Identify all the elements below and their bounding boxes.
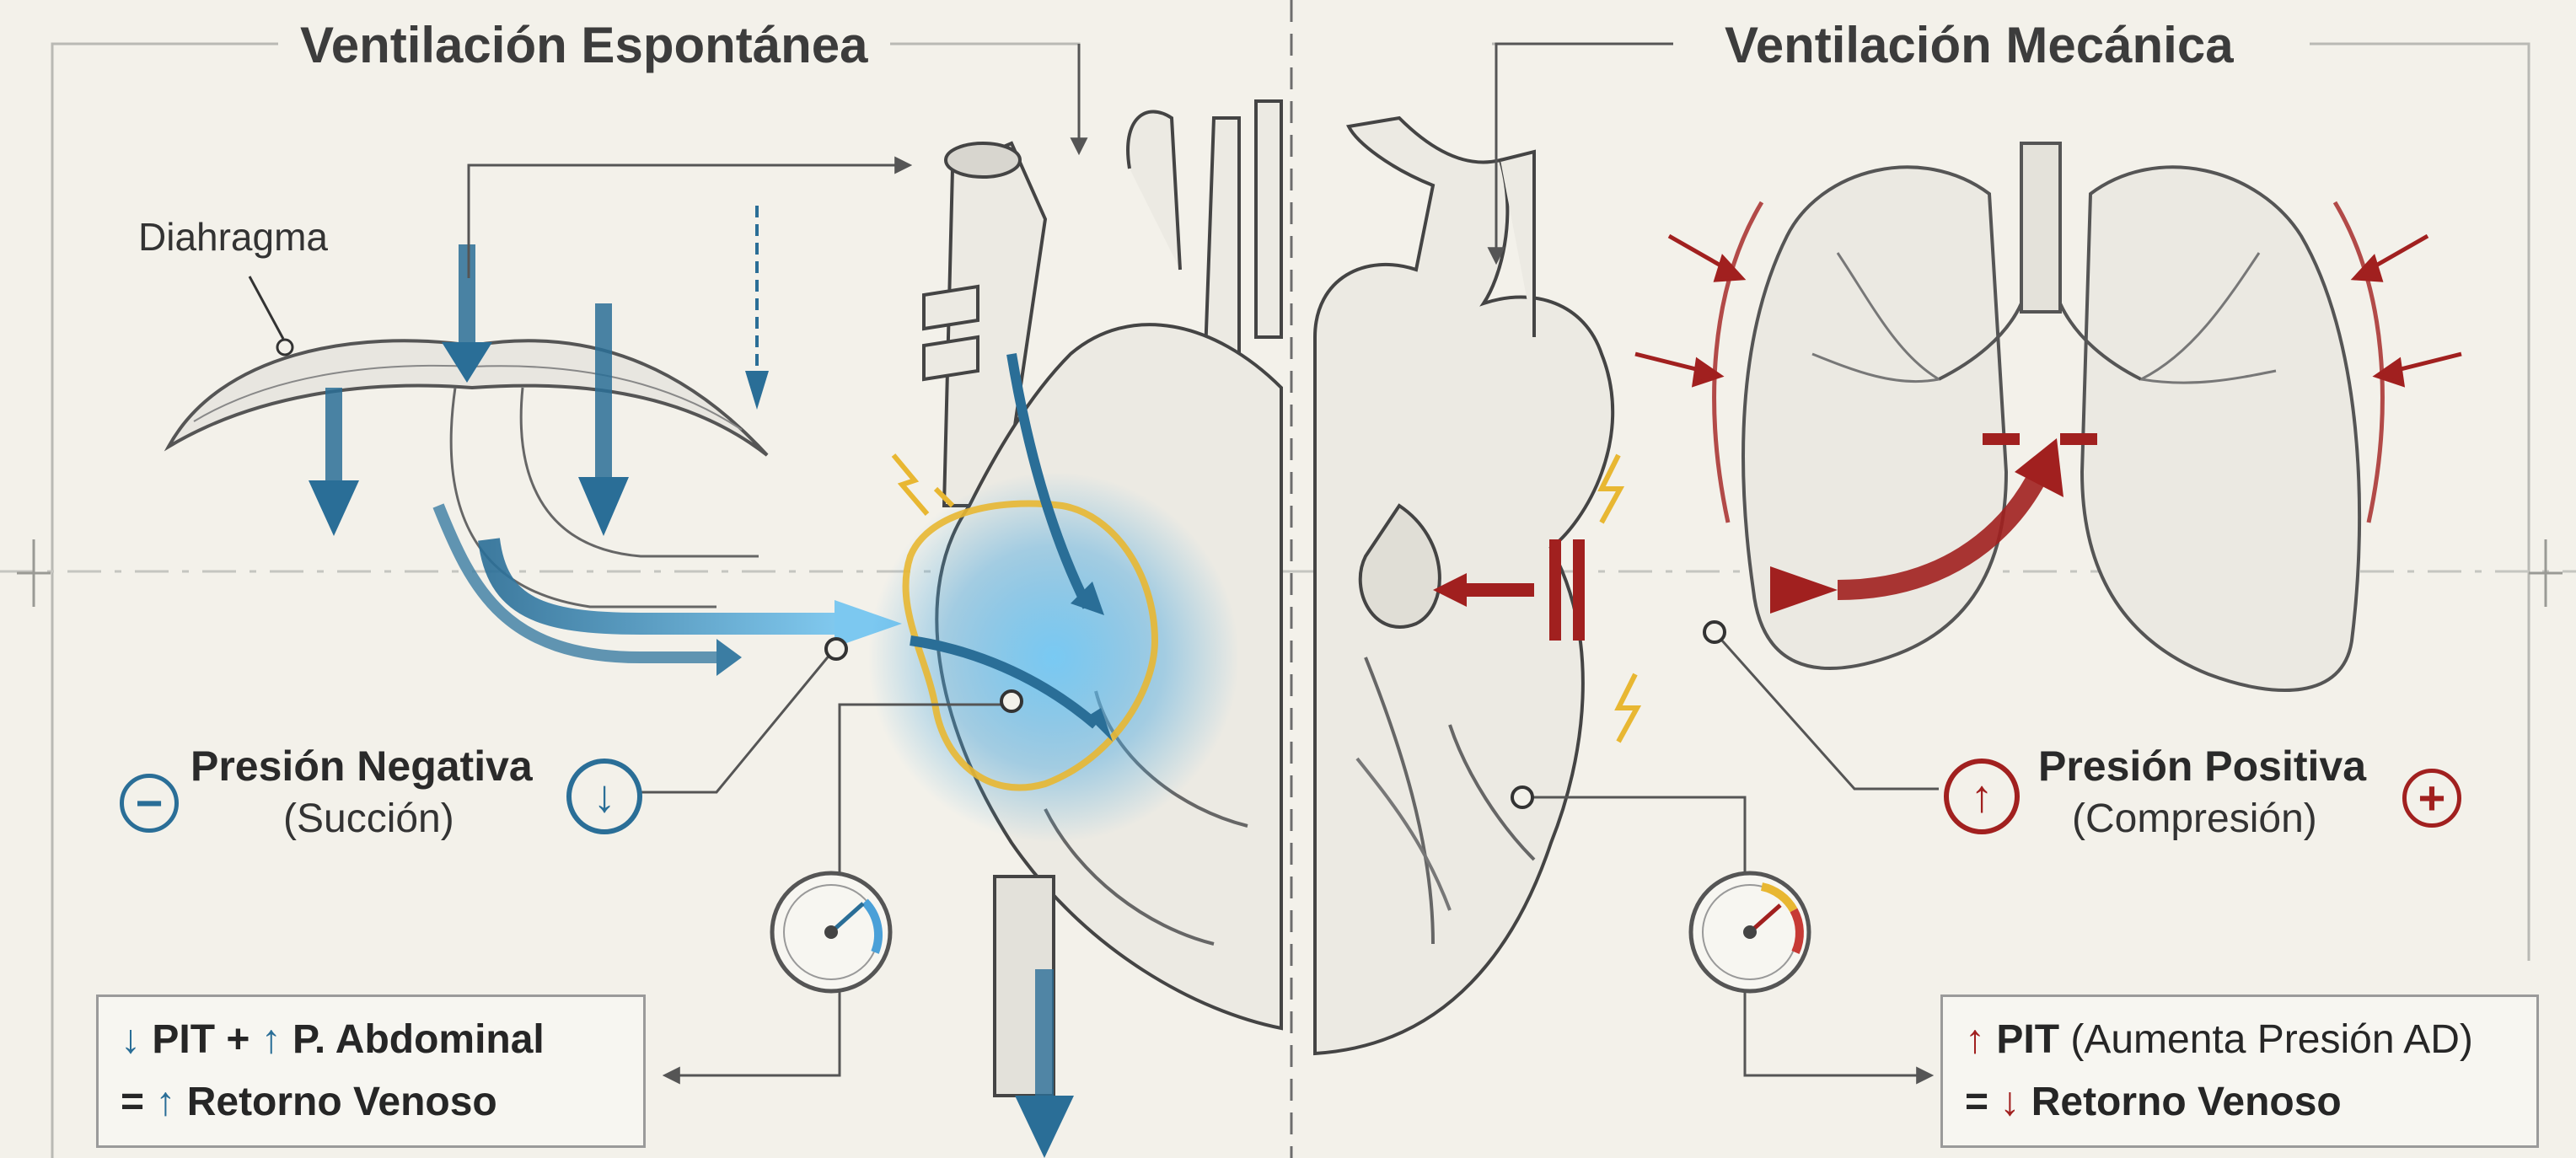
- arrow-up-icon: ↑: [1965, 1017, 1985, 1062]
- left-gauge-icon: [772, 873, 890, 991]
- equals-text: =: [1965, 1080, 1999, 1124]
- mechanical-summary-box: ↑ PIT (Aumenta Presión AD) = ↓ Retorno V…: [1940, 994, 2539, 1148]
- positive-pressure-sublabel: (Compresión): [2072, 796, 2317, 842]
- diaphragm-label: Diahragma: [138, 214, 328, 260]
- spontaneous-summary-box: ↓ PIT + ↑ P. Abdominal = ↑ Retorno Venos…: [96, 994, 646, 1148]
- arrow-down-icon: ↓: [121, 1017, 141, 1062]
- title-spontaneous-ventilation: Ventilación Espontánea: [278, 12, 890, 79]
- mechanical-summary-line-1: ↑ PIT (Aumenta Presión AD): [1965, 1009, 2514, 1071]
- mechanical-summary-line-2: = ↓ Retorno Venoso: [1965, 1071, 2514, 1134]
- spontaneous-summary-line-2: = ↑ Retorno Venoso: [121, 1071, 621, 1134]
- minus-icon: −: [120, 774, 179, 833]
- positive-pressure-label: Presión Positiva: [2038, 742, 2366, 791]
- plus-icon: +: [2402, 769, 2461, 828]
- venous-return-text: Retorno Venoso: [175, 1080, 496, 1124]
- pit-text: PIT +: [141, 1017, 261, 1062]
- right-atrium-note: (Aumenta Presión AD): [2059, 1017, 2473, 1062]
- up-arrow-circle-icon: ↑: [1944, 759, 2020, 834]
- arrow-up-icon: ↑: [155, 1080, 175, 1124]
- lungs-drawing: [1743, 143, 2359, 690]
- arrow-up-icon: ↑: [261, 1017, 282, 1062]
- right-gauge-icon: [1691, 873, 1809, 991]
- pit-text: PIT: [1985, 1017, 2059, 1062]
- abdominal-pressure-text: P. Abdominal: [282, 1017, 545, 1062]
- equals-text: =: [121, 1080, 155, 1124]
- negative-pressure-sublabel: (Succión): [283, 796, 454, 842]
- negative-pressure-label: Presión Negativa: [191, 742, 533, 791]
- spontaneous-summary-line-1: ↓ PIT + ↑ P. Abdominal: [121, 1009, 621, 1071]
- down-arrow-circle-icon: ↓: [566, 759, 642, 834]
- title-mechanical-ventilation: Ventilación Mecánica: [1703, 12, 2256, 79]
- arrow-down-icon: ↓: [1999, 1080, 2020, 1124]
- venous-return-text: Retorno Venoso: [2020, 1080, 2341, 1124]
